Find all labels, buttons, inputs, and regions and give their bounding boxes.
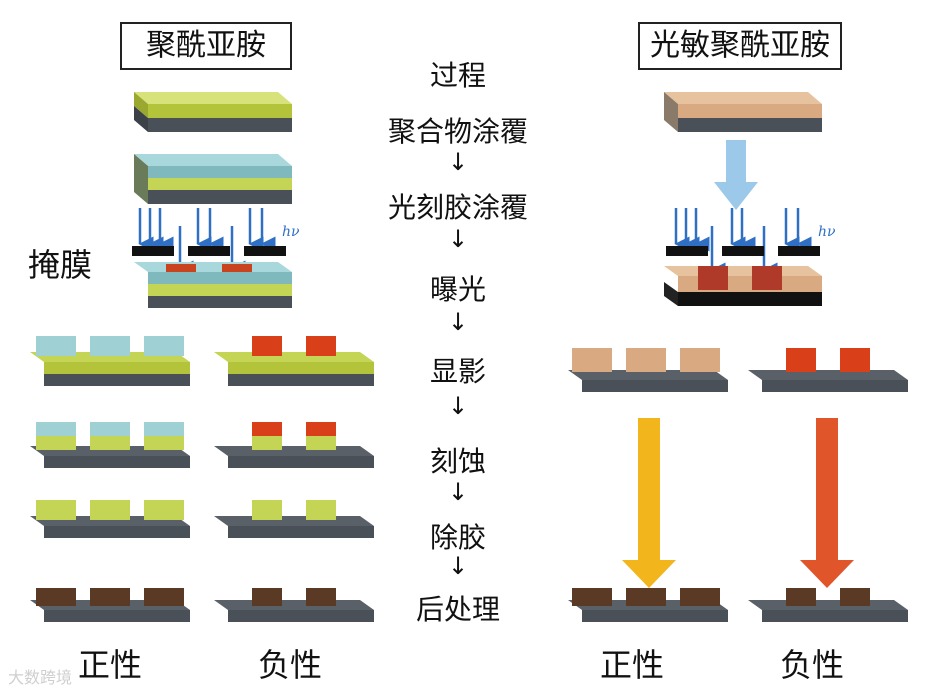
psp-coated-wafer	[664, 92, 822, 132]
left-pos-etch	[30, 422, 190, 468]
step-polymer-coating: 聚合物涂覆	[387, 115, 528, 148]
left-neg-cured	[214, 588, 374, 622]
left-positive-label: 正性	[78, 646, 143, 684]
hv-label-right: hν	[818, 224, 836, 240]
step-development: 显影	[429, 355, 486, 388]
hv-label-left: hν	[282, 224, 300, 240]
down-arrow-icon: ↓	[447, 392, 469, 420]
right-pos-cured	[568, 588, 728, 622]
right-pos-develop	[568, 348, 728, 392]
exposure-left: hν	[132, 208, 300, 308]
right-positive-label: 正性	[600, 646, 665, 684]
step-etching: 刻蚀	[429, 445, 486, 478]
left-pos-strip	[30, 500, 190, 538]
exposure-right: hν	[664, 208, 836, 306]
left-neg-strip	[214, 500, 374, 538]
watermark: 大数跨境	[8, 668, 73, 687]
mask-label: 掩膜	[28, 246, 93, 284]
left-negative-label: 负性	[258, 646, 323, 684]
right-neg-cured	[748, 588, 908, 622]
step-photoresist-coating: 光刻胶涂覆	[387, 191, 528, 224]
left-pos-cured	[30, 588, 190, 622]
resist-coated-wafer	[134, 154, 292, 204]
right-title: 光敏聚酰亚胺	[638, 22, 842, 70]
orange-arrow	[800, 418, 854, 588]
down-arrow-icon: ↓	[447, 225, 469, 253]
step-strip: 除胶	[429, 521, 486, 554]
right-neg-develop	[748, 348, 908, 392]
yellow-arrow	[622, 418, 676, 588]
left-title: 聚酰亚胺	[120, 22, 292, 70]
down-arrow-icon: ↓	[447, 478, 469, 506]
step-post-treatment: 后处理	[415, 593, 500, 626]
light-blue-arrow	[714, 140, 758, 210]
pi-coated-wafer	[134, 92, 292, 132]
down-arrow-icon: ↓	[447, 148, 469, 176]
down-arrow-icon: ↓	[447, 552, 469, 580]
down-arrow-icon: ↓	[447, 308, 469, 336]
left-neg-develop	[214, 336, 374, 386]
left-pos-develop	[30, 336, 190, 386]
left-neg-etch	[214, 422, 374, 468]
process-header: 过程	[429, 59, 486, 92]
right-negative-label: 负性	[780, 646, 845, 684]
step-exposure: 曝光	[429, 273, 486, 306]
